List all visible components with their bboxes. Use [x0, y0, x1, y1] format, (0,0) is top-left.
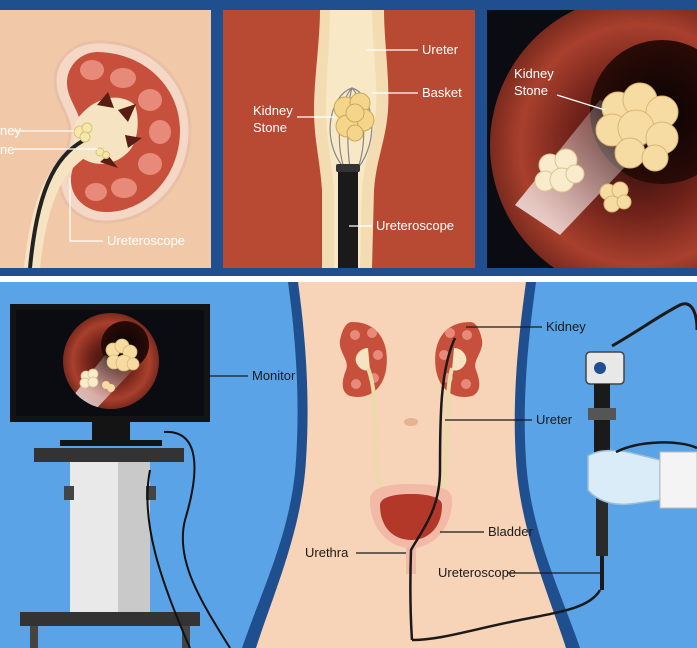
- kidney-stone-label-p3-line2: Stone: [514, 83, 548, 98]
- ureteroscope-label-p2: Ureteroscope: [376, 218, 454, 233]
- kidney-stone-label-p2-line1: Kidney: [253, 103, 293, 118]
- monitor-label: Monitor: [252, 368, 296, 383]
- ureteroscope-cable-body: [409, 337, 457, 641]
- bottom-panel: Monitor Kidney Ureter Bladder Urethra Ur…: [0, 282, 697, 648]
- ureter-label-p2: Ureter: [422, 42, 459, 57]
- ureteroscope-device: [585, 302, 697, 590]
- bladder-label: Bladder: [488, 524, 533, 539]
- medium-stone-p3: [534, 148, 585, 193]
- kidney-stone-label-p3-line1: Kidney: [514, 66, 554, 81]
- kidney-label-partial: ney: [0, 123, 21, 138]
- panel-kidney-cross-section: ney ne Ureteroscope: [0, 10, 211, 268]
- ureteroscope-label-p1: Ureteroscope: [107, 233, 185, 248]
- urethra-label: Urethra: [305, 545, 349, 560]
- basket-label: Basket: [422, 85, 462, 100]
- ureteroscope-label: Ureteroscope: [438, 565, 516, 580]
- small-stone-p3: [599, 181, 632, 213]
- bladder: [370, 484, 452, 574]
- kidney-stone-label-p2-line2: Stone: [253, 120, 287, 135]
- ureteroscope-body: [338, 168, 358, 268]
- monitor: [10, 304, 210, 446]
- stone-label-partial: ne: [0, 142, 14, 157]
- panel-ureter-basket: Ureter Basket Kidney Stone Ureteroscope: [223, 10, 475, 268]
- left-kidney: [339, 322, 387, 397]
- gloved-hand: [587, 449, 661, 506]
- ureter-label: Ureter: [536, 412, 573, 427]
- ureteroscope-tube: [28, 136, 89, 268]
- panel-scope-view: Kidney Stone: [487, 10, 697, 268]
- kidney-label: Kidney: [546, 319, 586, 334]
- monitor-cart: [20, 430, 231, 648]
- body-skin: [256, 282, 566, 648]
- large-stone-p3: [595, 82, 679, 172]
